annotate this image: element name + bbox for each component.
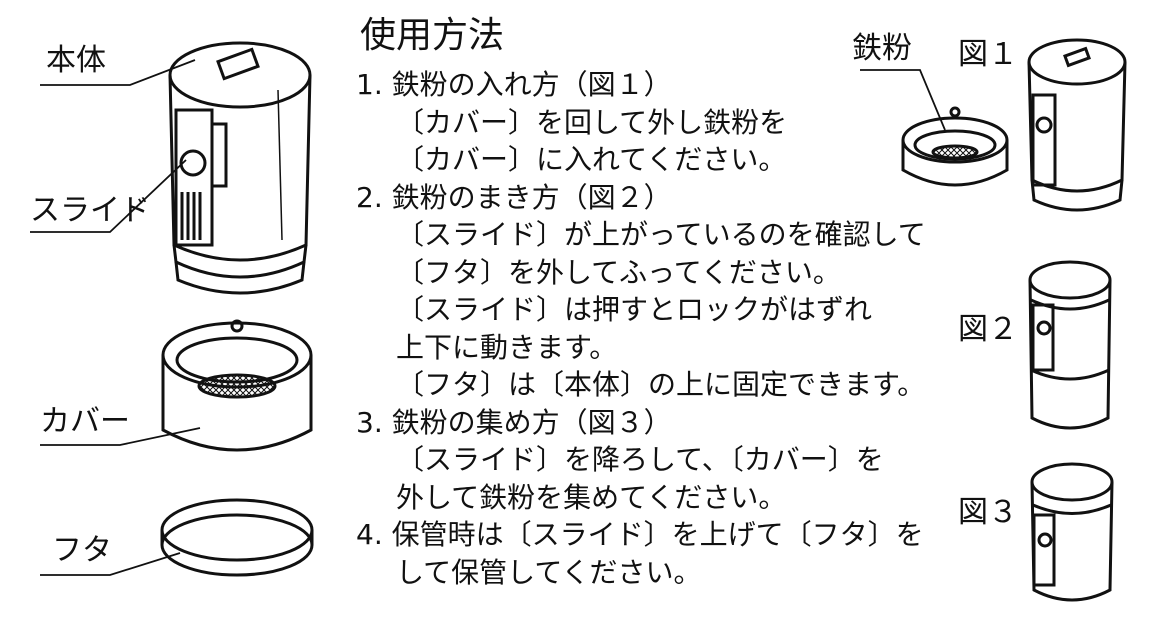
cover-drawing: [161, 319, 313, 452]
step-1-heading: 1. 鉄粉の入れ方（図１）: [356, 68, 672, 101]
figure-2-label: 図２: [958, 312, 1018, 347]
step-line: 〔カバー〕に入れてください。: [396, 143, 787, 176]
fig1-canister-drawing: [1027, 38, 1127, 212]
step-3-heading: 3. 鉄粉の集め方（図３）: [356, 405, 672, 439]
fig2-canister-drawing: [1028, 260, 1112, 430]
label-body: 本体: [46, 43, 106, 78]
step-line: 〔スライド〕が上がっているのを確認して: [396, 218, 926, 251]
instruction-steps: 1. 鉄粉の入れ方（図１） 〔カバー〕を回して外し鉄粉を 〔カバー〕に入れてくだ…: [356, 66, 926, 591]
label-lid: フタ: [52, 533, 112, 568]
step-line: 〔スライド〕を降ろして、〔カバー〕を: [396, 443, 884, 476]
label-iron-powder: 鉄粉: [852, 31, 912, 66]
leader-lines: [30, 59, 946, 576]
figure-1-label: 図１: [958, 37, 1018, 72]
step-line: 〔フタ〕は〔本体〕の上に固定できます。: [396, 368, 926, 401]
fig3-canister-drawing: [1030, 462, 1114, 602]
step-line: 〔スライド〕は押すとロックがはずれ: [396, 293, 873, 326]
fig1-cover-drawing: [901, 106, 1009, 187]
step-line: 上下に動きます。: [396, 330, 618, 364]
lid-drawing: [160, 498, 314, 577]
canister-body-drawing: [168, 41, 312, 295]
page-title: 使用方法: [360, 15, 505, 56]
step-2-heading: 2. 鉄粉のまき方（図２）: [356, 180, 672, 214]
step-line: 外して鉄粉を集めてください。: [396, 480, 787, 514]
label-cover: カバー: [40, 404, 130, 439]
step-line: して保管してください。: [396, 555, 702, 589]
figure-3-label: 図３: [958, 495, 1018, 530]
step-4-heading: 4. 保管時は〔スライド〕を上げて〔フタ〕を: [356, 518, 924, 551]
step-line: 〔フタ〕を外してふってください。: [396, 255, 841, 289]
label-slide: スライド: [30, 193, 150, 228]
step-line: 〔カバー〕を回して外し鉄粉を: [396, 105, 788, 139]
